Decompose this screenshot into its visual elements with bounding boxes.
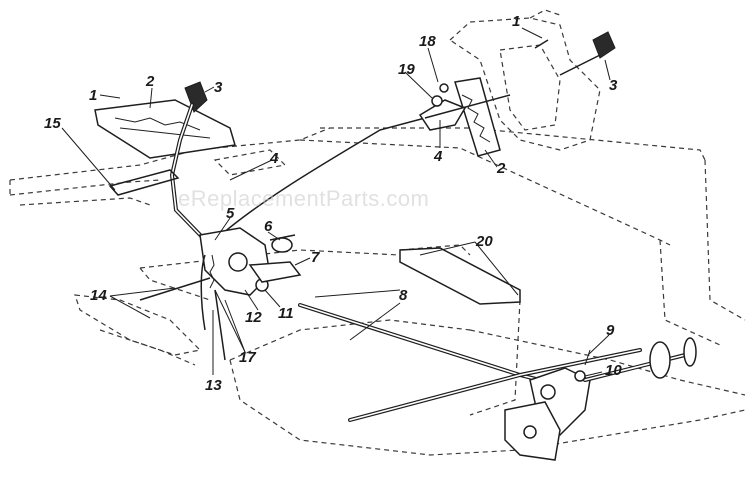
callout-13: 13 [205, 377, 222, 394]
linkage-bracket [139, 227, 302, 361]
callout-8: 8 [399, 287, 408, 304]
pivot-assembly-right [504, 337, 697, 461]
callout-11: 11 [278, 305, 294, 322]
shift-assembly-right [418, 31, 616, 157]
callout-17: 17 [239, 349, 256, 366]
callout-1-left: 1 [89, 87, 97, 104]
callout-10: 10 [605, 362, 622, 379]
callout-4-right: 4 [433, 148, 443, 165]
callout-3-right: 3 [609, 77, 618, 94]
callout-2-left: 2 [145, 73, 155, 90]
callout-4-left: 4 [269, 150, 279, 167]
callout-2-right: 2 [496, 160, 506, 177]
callout-leaders [61, 27, 611, 377]
shift-cable [214, 117, 426, 241]
mount-plate [399, 247, 521, 305]
shift-plate-left [94, 99, 236, 159]
callout-12: 12 [245, 309, 262, 326]
callout-3-left: 3 [214, 79, 223, 96]
callout-20: 20 [475, 233, 493, 250]
callout-5: 5 [226, 205, 235, 222]
shift-lever-left [108, 81, 208, 242]
callout-15: 15 [44, 115, 61, 132]
callout-19: 19 [398, 61, 415, 78]
callout-18: 18 [419, 33, 436, 50]
callout-9: 9 [606, 322, 615, 339]
callout-1-right: 1 [512, 13, 520, 30]
frame-outline [9, 9, 746, 456]
callout-14: 14 [90, 287, 107, 304]
callout-6: 6 [264, 218, 273, 235]
callout-labels: 1 2 3 15 4 5 6 7 14 12 11 17 13 18 19 1 … [44, 13, 622, 394]
watermark: eReplacementParts.com [178, 186, 429, 211]
callout-7: 7 [311, 249, 320, 266]
